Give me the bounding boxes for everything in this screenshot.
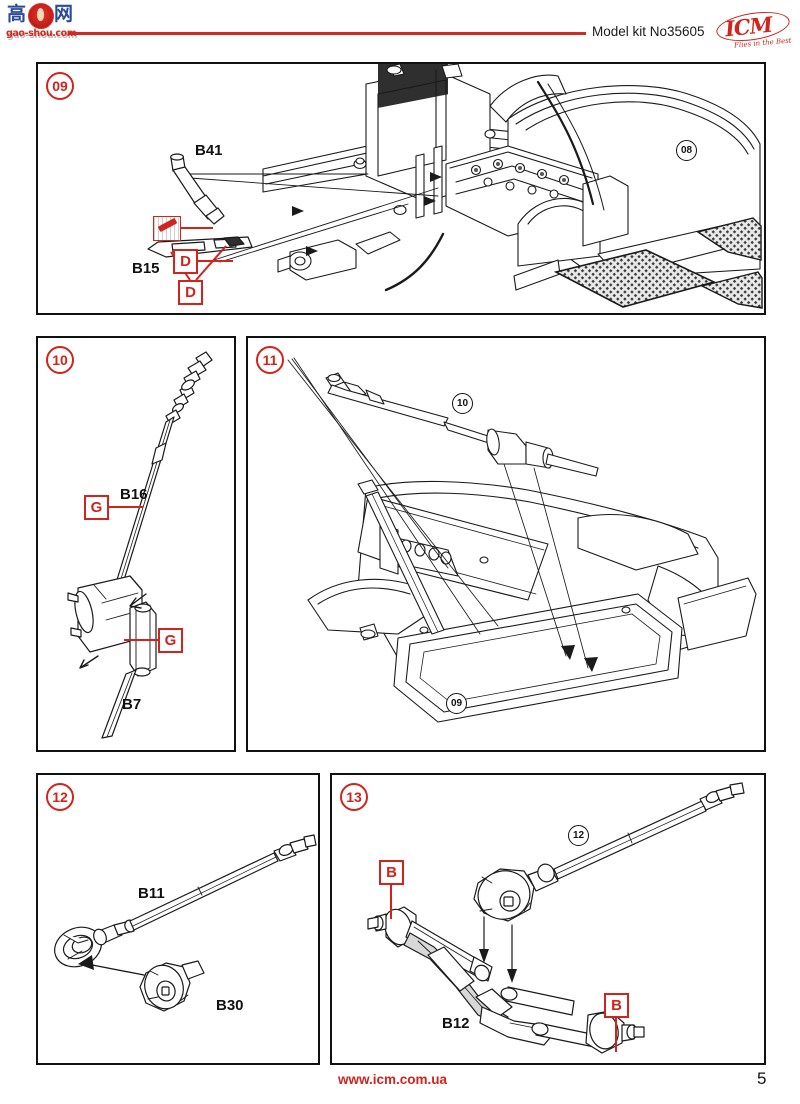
part-label-b12: B12: [442, 1015, 470, 1032]
part-label-b30: B30: [216, 997, 244, 1014]
part-label-b15: B15: [132, 260, 160, 277]
step-panel-10: 10: [36, 336, 236, 752]
part-label-b7: B7: [122, 696, 142, 713]
kit-number-label: Model kit No35605: [592, 24, 705, 39]
step-badge-09: 09: [46, 72, 74, 100]
icm-logo-text: ICM: [723, 11, 773, 42]
watermark-logo: 高 网 gao-shou.com gao-shou.com: [6, 3, 78, 45]
step-panel-11: 11: [246, 336, 766, 752]
page-header: 高 网 gao-shou.com gao-shou.com Model kit …: [0, 0, 800, 58]
leader-line-b1: [390, 885, 392, 919]
leader-line-d1: [198, 260, 233, 262]
step-badge-11: 11: [256, 346, 284, 374]
reference-badge-09: 09: [446, 693, 467, 714]
step-badge-10: 10: [46, 346, 74, 374]
step-panel-09: 09: [36, 62, 766, 315]
step-10-illustration: [67, 351, 213, 739]
watermark-char-right: 网: [54, 3, 74, 25]
watermark-url: gao-shou.com: [6, 28, 77, 39]
watermark-url-shadow: gao-shou.com: [7, 30, 78, 41]
part-label-b11: B11: [138, 885, 165, 902]
step-panel-12: 12: [36, 773, 320, 1065]
step-panel-13: 13: [330, 773, 766, 1065]
reference-badge-08: 08: [676, 140, 697, 161]
leader-line-b2: [615, 1018, 617, 1052]
reference-badge-10: 10: [452, 393, 473, 414]
step-badge-12: 12: [46, 783, 74, 811]
letter-marker-g2: G: [158, 628, 183, 653]
step-11-illustration: [287, 357, 757, 723]
step-13-illustration: [367, 782, 745, 1054]
letter-marker-d2: D: [178, 280, 203, 305]
letter-marker-g1: G: [84, 495, 109, 520]
letter-marker-d1: D: [173, 249, 198, 274]
watermark-char-left: 高: [7, 3, 27, 25]
watermark-emblem-icon: [28, 3, 54, 29]
scrape-flash-icon: [153, 216, 181, 241]
leader-line-g1: [109, 506, 143, 508]
footer-website-url[interactable]: www.icm.com.ua: [338, 1072, 448, 1087]
reference-badge-12: 12: [568, 825, 589, 846]
leader-line-g2: [124, 639, 158, 641]
icm-logo: ICM Flies in the Best: [714, 6, 792, 52]
step-badge-13: 13: [340, 783, 368, 811]
footer-page-number: 5: [757, 1069, 767, 1088]
part-label-b41: B41: [195, 142, 223, 159]
step-12-illustration: [54, 834, 317, 1012]
part-label-b16: B16: [120, 486, 148, 503]
scrape-blade-icon: [157, 217, 178, 233]
header-divider-rule: [68, 32, 586, 35]
letter-marker-b2: B: [604, 993, 629, 1018]
letter-marker-b1: B: [379, 860, 404, 885]
step-09-illustration: [147, 64, 763, 309]
leader-line-b41: [179, 227, 213, 229]
